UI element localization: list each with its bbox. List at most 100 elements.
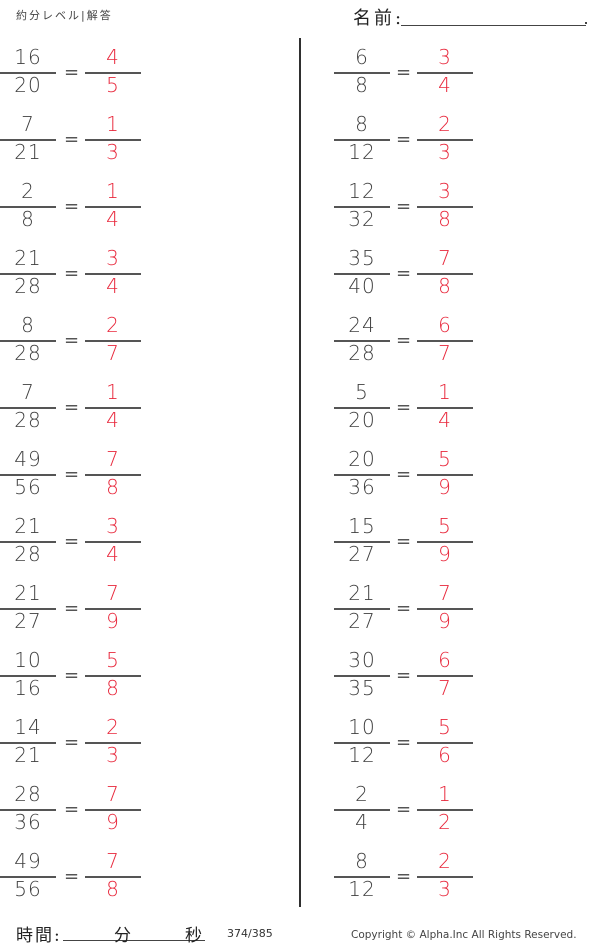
answer-denominator: 3: [106, 140, 120, 164]
question-numerator: 8: [21, 313, 35, 337]
answer-numerator: 3: [106, 246, 120, 270]
fraction-bar: [0, 809, 56, 811]
question-numerator: 2: [21, 179, 35, 203]
question-denominator: 12: [348, 140, 376, 164]
answer-numerator: 3: [438, 45, 452, 69]
fraction-bar: [334, 742, 390, 744]
answer-denominator: 8: [106, 475, 120, 499]
fraction-bar: [417, 809, 473, 811]
seconds-label: 秒: [185, 926, 202, 946]
fraction-bar: [85, 474, 141, 476]
equals-sign: =: [64, 531, 80, 552]
fraction-bar: [0, 541, 56, 543]
fraction-bar: [417, 675, 473, 677]
name-field-line[interactable]: [401, 25, 586, 26]
question-numerator: 12: [348, 179, 376, 203]
fraction-bar: [334, 72, 390, 74]
answer-numerator: 7: [106, 581, 120, 605]
worksheet-header-title: 約分レベル|解答: [16, 9, 113, 22]
question-denominator: 56: [14, 877, 42, 901]
fraction-bar: [417, 139, 473, 141]
answer-numerator: 1: [106, 112, 120, 136]
answer-denominator: 4: [106, 274, 120, 298]
answer-numerator: 2: [438, 112, 452, 136]
equals-sign: =: [64, 196, 80, 217]
fraction-bar: [85, 340, 141, 342]
question-denominator: 28: [348, 341, 376, 365]
fraction-bar: [85, 876, 141, 878]
equals-sign: =: [64, 129, 80, 150]
question-denominator: 21: [14, 743, 42, 767]
question-denominator: 36: [14, 810, 42, 834]
equals-sign: =: [396, 263, 412, 284]
answer-numerator: 1: [438, 380, 452, 404]
answer-numerator: 7: [106, 447, 120, 471]
answer-numerator: 7: [106, 782, 120, 806]
answer-denominator: 9: [438, 609, 452, 633]
question-numerator: 8: [355, 112, 369, 136]
question-numerator: 21: [14, 246, 42, 270]
answer-numerator: 2: [438, 849, 452, 873]
answer-denominator: 8: [438, 207, 452, 231]
fraction-bar: [85, 742, 141, 744]
equals-sign: =: [396, 397, 412, 418]
fraction-bar: [85, 273, 141, 275]
question-denominator: 20: [348, 408, 376, 432]
question-denominator: 36: [348, 475, 376, 499]
question-denominator: 35: [348, 676, 376, 700]
question-numerator: 10: [14, 648, 42, 672]
fraction-bar: [0, 742, 56, 744]
time-field-line[interactable]: [63, 940, 205, 941]
answer-denominator: 4: [106, 542, 120, 566]
question-numerator: 15: [348, 514, 376, 538]
fraction-bar: [334, 675, 390, 677]
answer-numerator: 3: [106, 514, 120, 538]
question-numerator: 49: [14, 849, 42, 873]
fraction-bar: [417, 541, 473, 543]
question-denominator: 40: [348, 274, 376, 298]
equals-sign: =: [64, 799, 80, 820]
answer-denominator: 6: [438, 743, 452, 767]
fraction-bar: [0, 72, 56, 74]
question-denominator: 4: [355, 810, 369, 834]
question-denominator: 27: [14, 609, 42, 633]
question-numerator: 8: [355, 849, 369, 873]
fraction-bar: [0, 139, 56, 141]
fraction-bar: [0, 273, 56, 275]
equals-sign: =: [396, 598, 412, 619]
equals-sign: =: [396, 464, 412, 485]
fraction-bar: [334, 407, 390, 409]
fraction-bar: [85, 72, 141, 74]
question-denominator: 28: [14, 274, 42, 298]
answer-denominator: 8: [106, 877, 120, 901]
